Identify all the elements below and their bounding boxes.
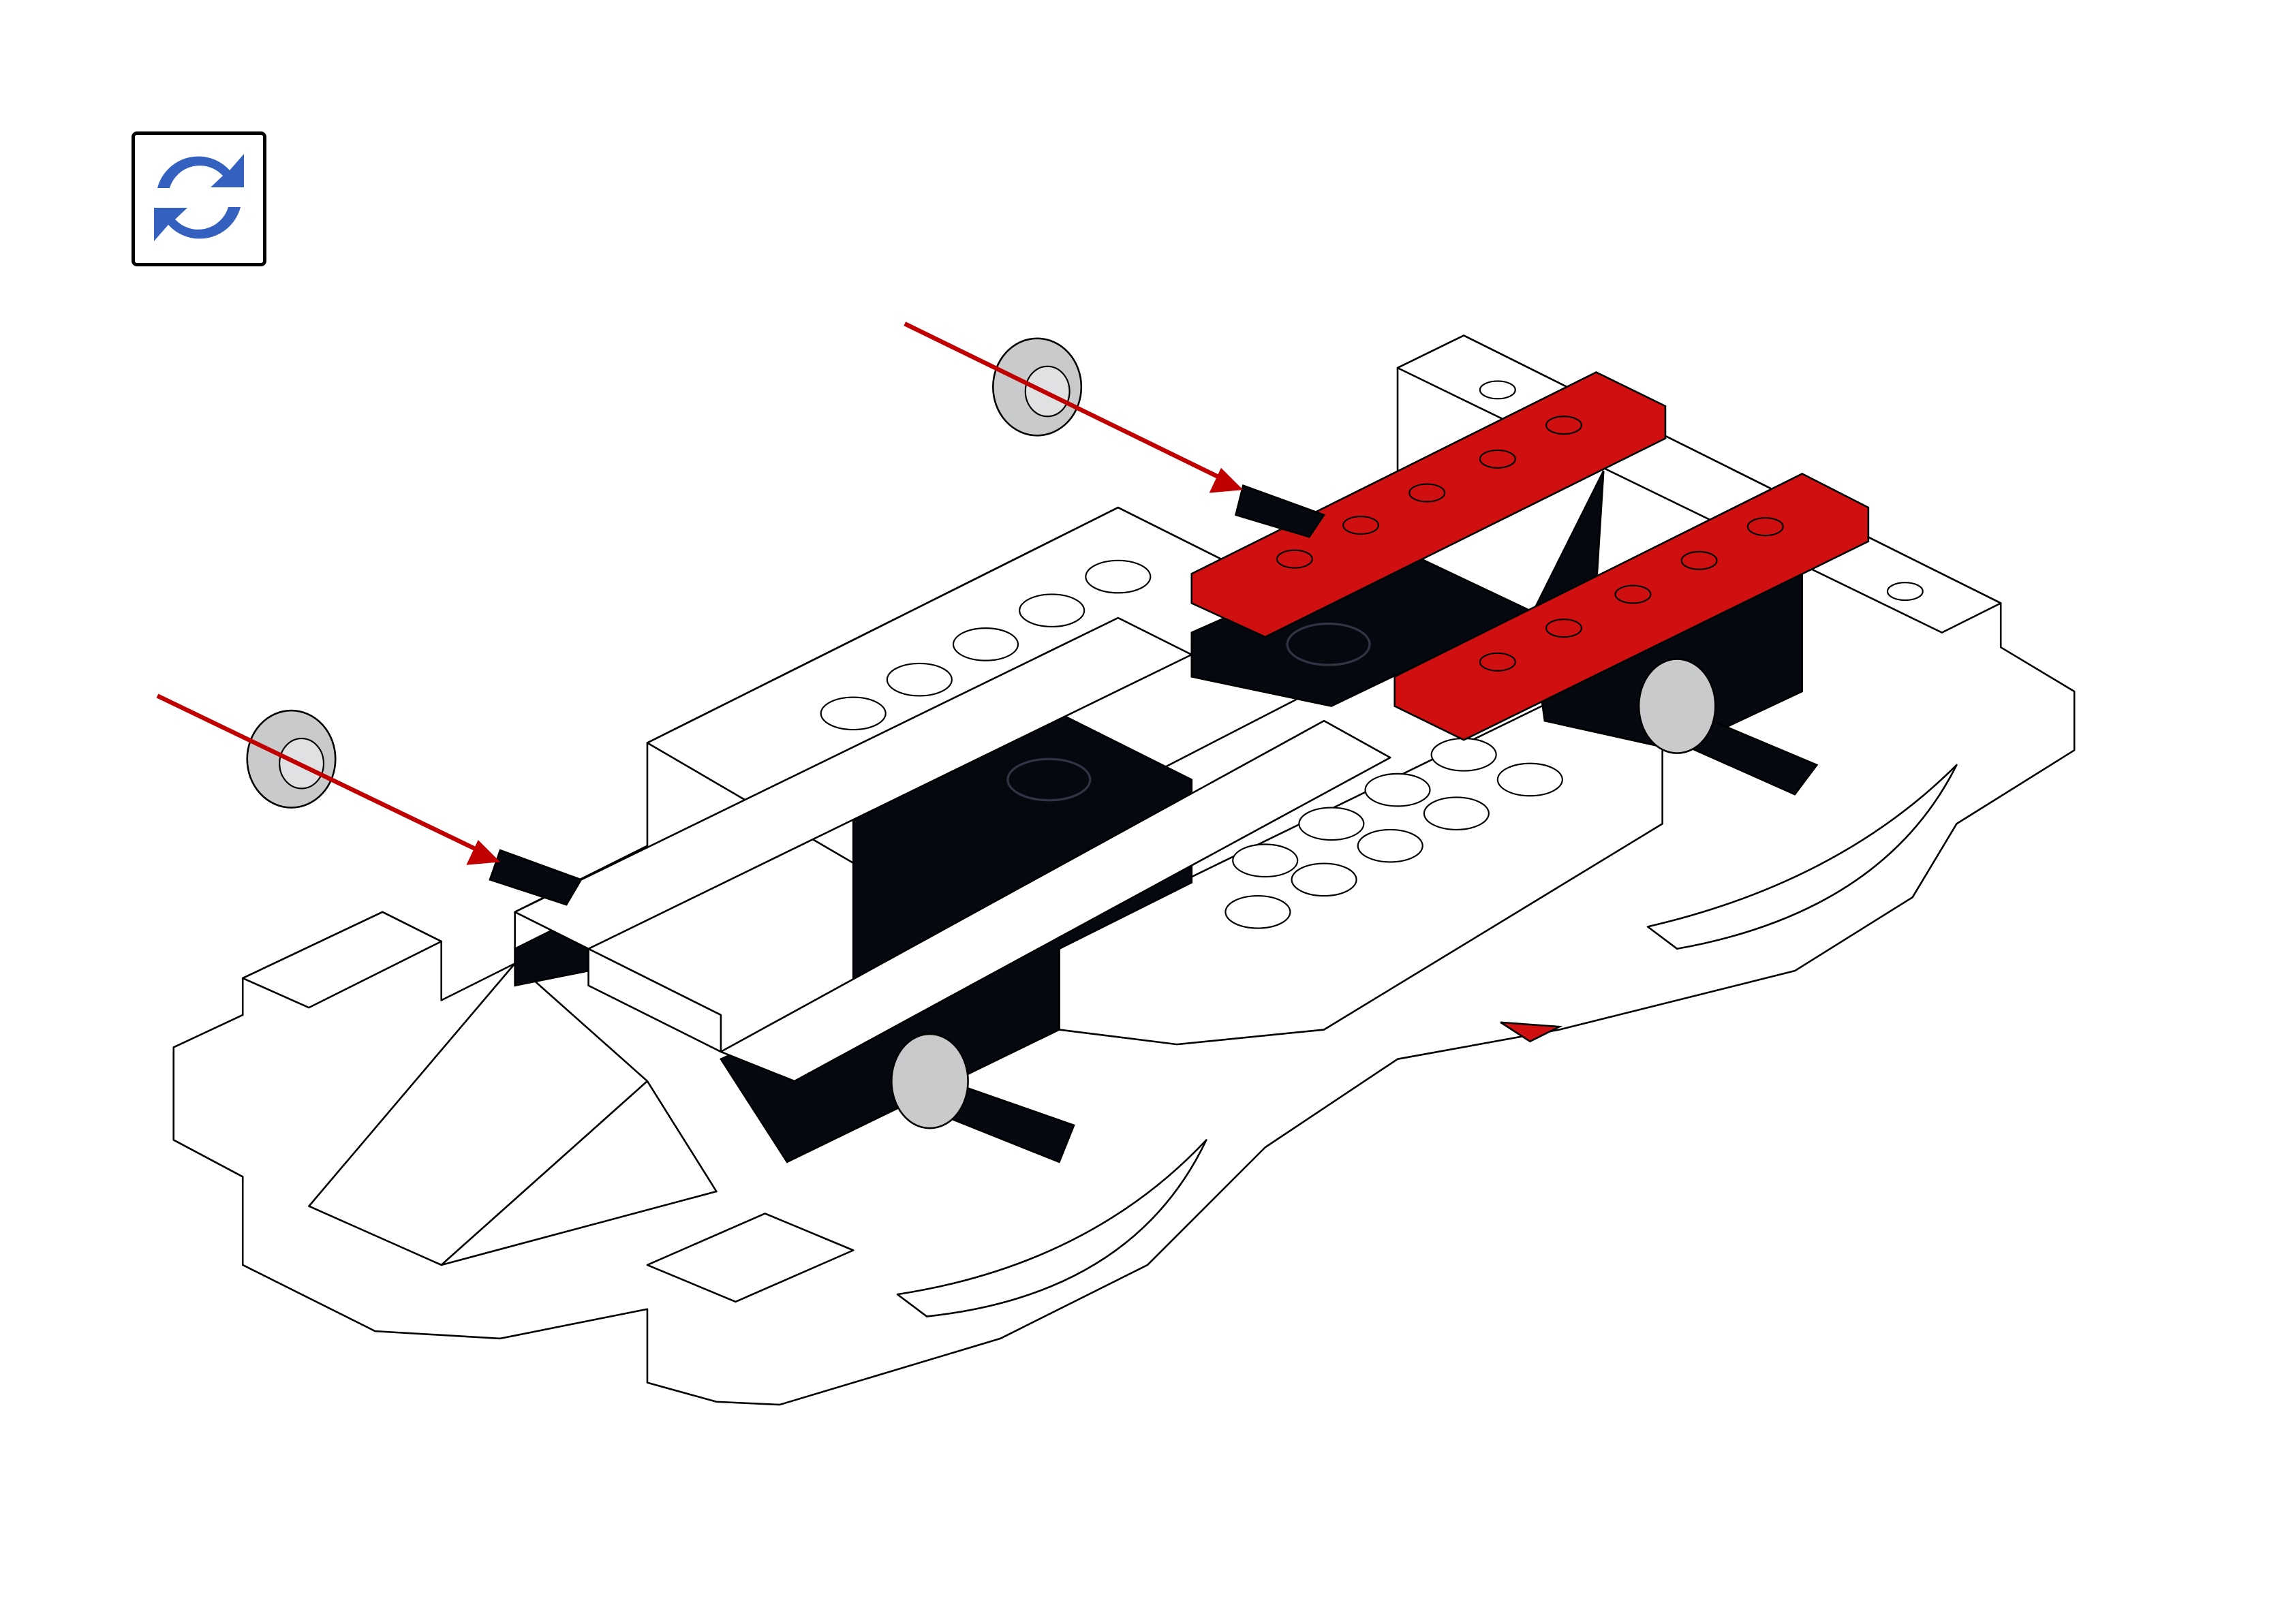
rotate-model-icon [154, 154, 244, 241]
rotate-indicator [132, 131, 266, 266]
studs [820, 380, 1924, 929]
white-plates [514, 616, 1391, 1082]
assembly-arrow [156, 322, 1244, 865]
red-underside-part [1500, 1021, 1563, 1043]
red-plate [1190, 371, 1870, 741]
